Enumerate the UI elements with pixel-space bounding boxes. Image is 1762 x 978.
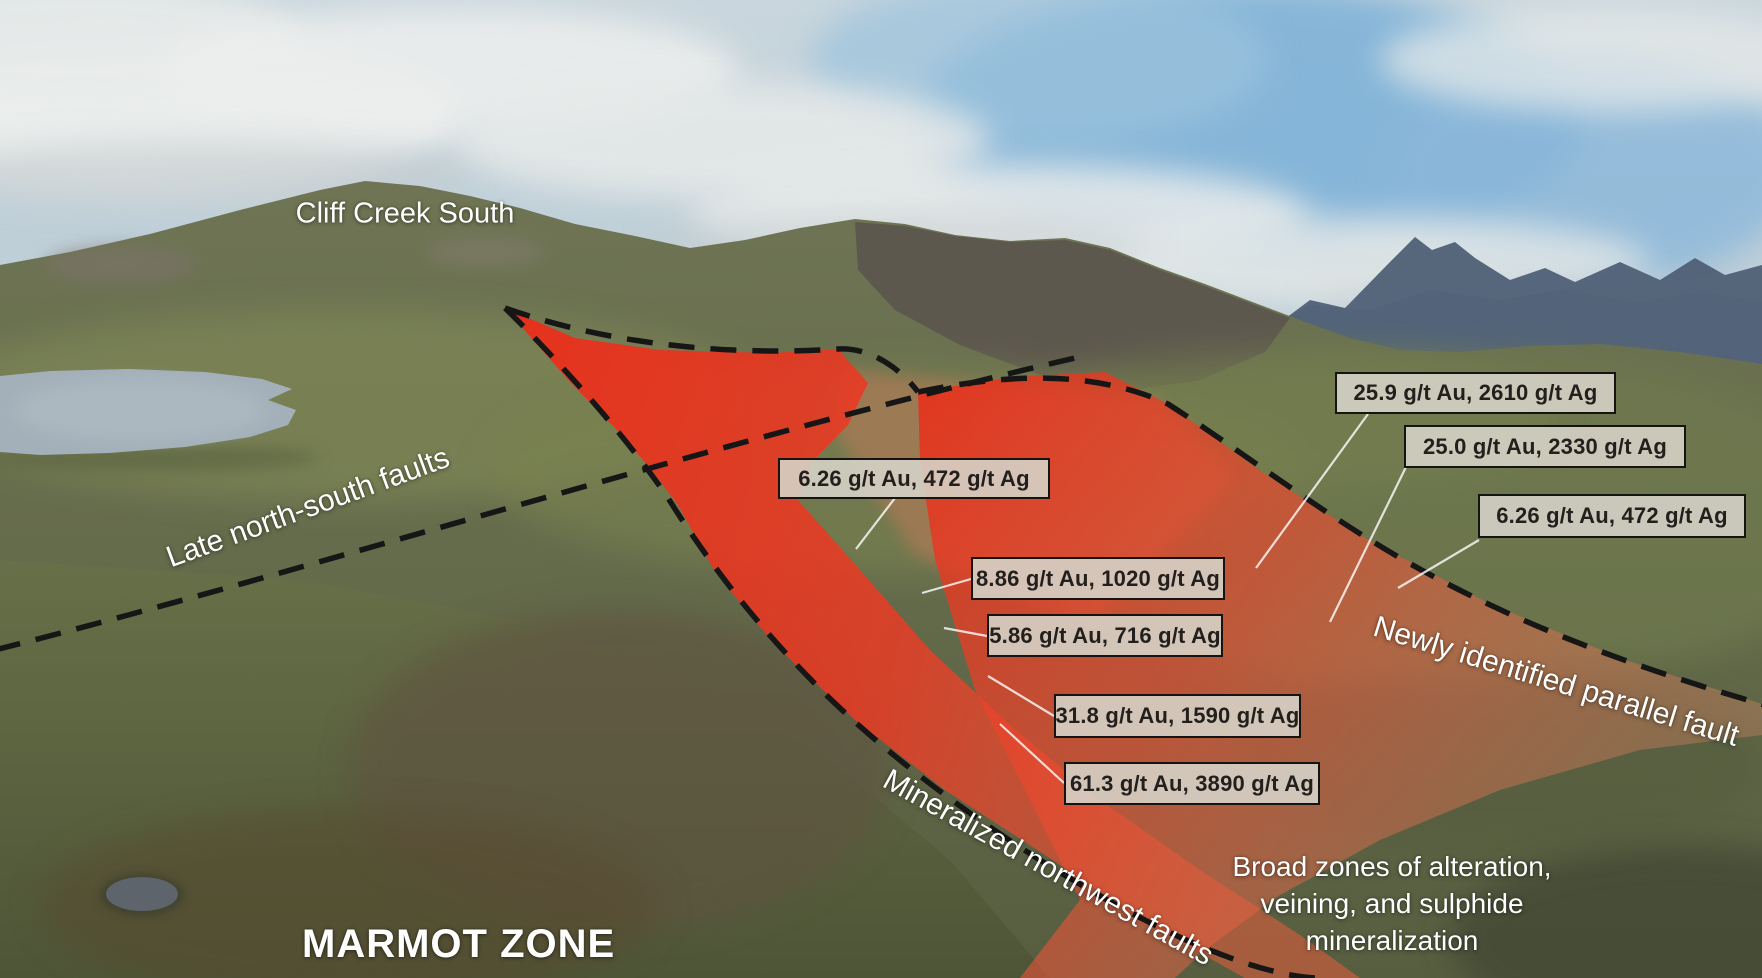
mineralized-zone-left [505,308,1360,978]
alteration-note: Broad zones of alteration, veining, and … [1232,848,1551,959]
zone-label: MARMOT ZONE [302,922,616,966]
fault-line-zone-top-edge [504,305,921,394]
rock-cliffs [855,222,1290,392]
leader-line [1329,466,1407,623]
pond [100,874,184,916]
assay-label: 6.26 g/t Au, 472 g/t Ag [1478,494,1746,538]
leader-line [855,497,896,550]
leader-lines [855,413,1480,784]
leader-line [1255,413,1369,569]
alteration-note-line3: mineralization [1305,925,1479,956]
fault-line-parallel [917,375,1762,708]
leader-line [999,723,1065,784]
leader-line [987,675,1055,717]
scree-patch [45,245,195,285]
lake [0,369,320,470]
fault-line-late-ns [0,355,1076,652]
fault-lines [0,305,1762,978]
assay-label: 25.0 g/t Au, 2330 g/t Ag [1404,425,1686,468]
scree-patch-2 [425,237,545,267]
assay-label: 31.8 g/t Au, 1590 g/t Ag [1054,694,1301,738]
alteration-note-line1: Broad zones of alteration, [1232,851,1552,882]
peak-label: Cliff Creek South [295,197,515,230]
alteration-note-line2: veining, and sulphide [1260,888,1524,919]
fault-line-mineralized-nw [503,306,1321,978]
assay-label: 8.86 g/t Au, 1020 g/t Ag [971,557,1225,600]
leader-line [943,626,988,638]
leader-line [1397,539,1480,589]
assay-label: 61.3 g/t Au, 3890 g/t Ag [1064,762,1320,805]
leader-line [921,577,972,595]
assay-label: 5.86 g/t Au, 716 g/t Ag [987,614,1223,657]
assay-label: 25.9 g/t Au, 2610 g/t Ag [1335,372,1616,414]
assay-label: 6.26 g/t Au, 472 g/t Ag [778,458,1050,499]
